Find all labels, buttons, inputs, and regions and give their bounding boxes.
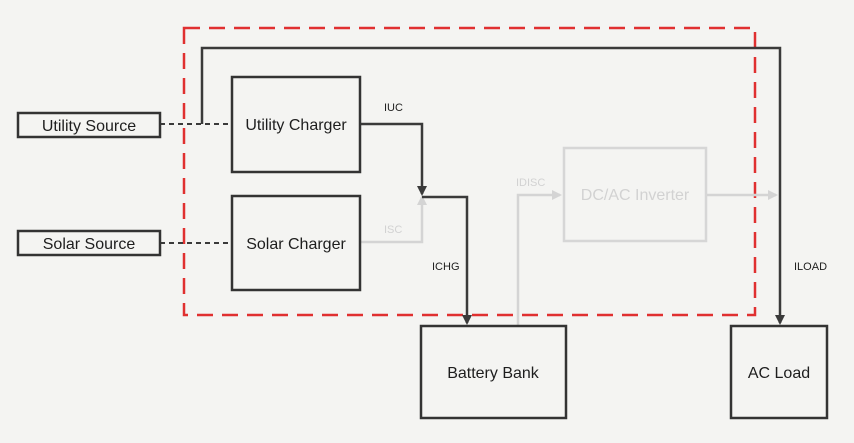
inverter-label: DC/AC Inverter [581,187,690,204]
utility-source-label: Utility Source [42,118,136,135]
ac-load-label: AC Load [748,365,810,382]
current-label-chg: ICHG [432,261,460,273]
solar-source-label: Solar Source [43,236,136,253]
charge-current-wire [422,195,472,325]
current-label-load: ILOAD [794,261,827,273]
utility-bypass-wire [200,46,785,325]
utility-charger-label: Utility Charger [245,117,347,134]
utility-charge-wire [360,122,427,196]
battery-bank-label: Battery Bank [447,365,540,382]
solar-source-box [16,229,162,257]
solar-current-wire [360,195,427,244]
solar-charger-label: Solar Charger [246,236,346,253]
utility-source-box [16,111,162,139]
system-boundary [182,26,757,317]
solar-charger-box [230,194,362,292]
current-label-uc: IUC [384,102,403,114]
inverter-box [562,146,708,243]
utility-charger-box [230,75,362,174]
current-label-dischg: IDISC [516,177,545,189]
current-label-sc: ISC [384,224,402,236]
battery-bank-box [419,324,568,420]
ac-load-box [729,324,829,420]
discharge-current-wire [516,190,562,326]
